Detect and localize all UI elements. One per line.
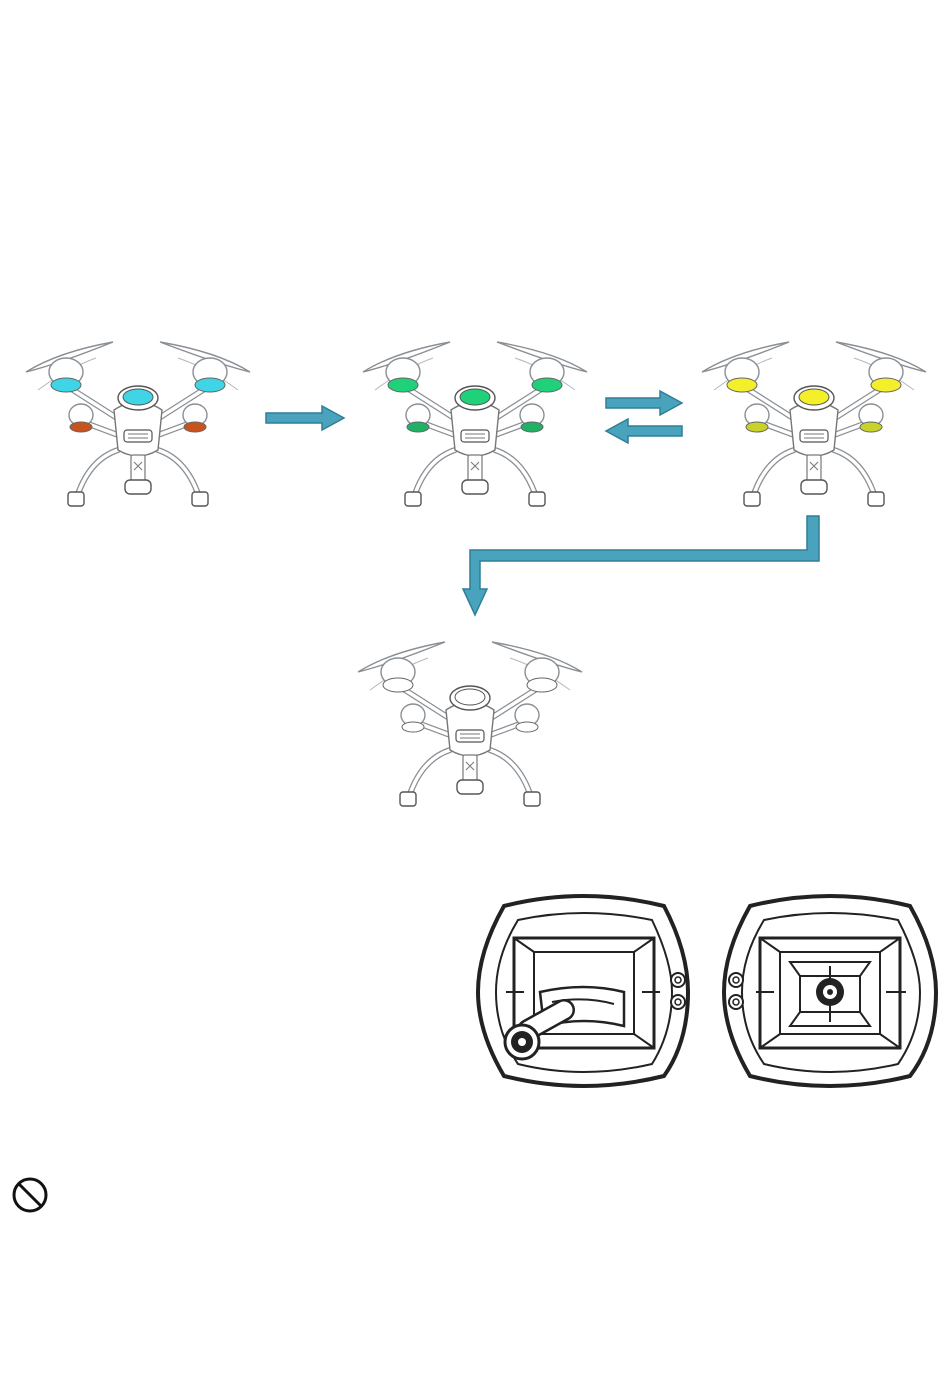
drone-1-lights (26, 342, 250, 506)
drone-2-illustration (355, 330, 595, 510)
swap-arrows-icon (604, 390, 686, 446)
drone-1-illustration (18, 330, 258, 510)
drone-3-lights (702, 342, 926, 506)
arrow-right-icon (264, 404, 348, 432)
drone-2 (355, 330, 595, 510)
drone-4 (350, 630, 590, 810)
elbow-arrow-icon (460, 514, 824, 618)
drone-3 (694, 330, 934, 510)
battery-plug-icon (474, 892, 692, 1090)
drone-3-illustration (694, 330, 934, 510)
drone-1 (18, 330, 258, 510)
drone-4-illustration (350, 630, 590, 810)
drone-4-lights (358, 642, 582, 806)
battery-socket-icon (720, 892, 940, 1090)
prohibited-icon (11, 1176, 49, 1214)
drone-2-lights (363, 342, 587, 506)
